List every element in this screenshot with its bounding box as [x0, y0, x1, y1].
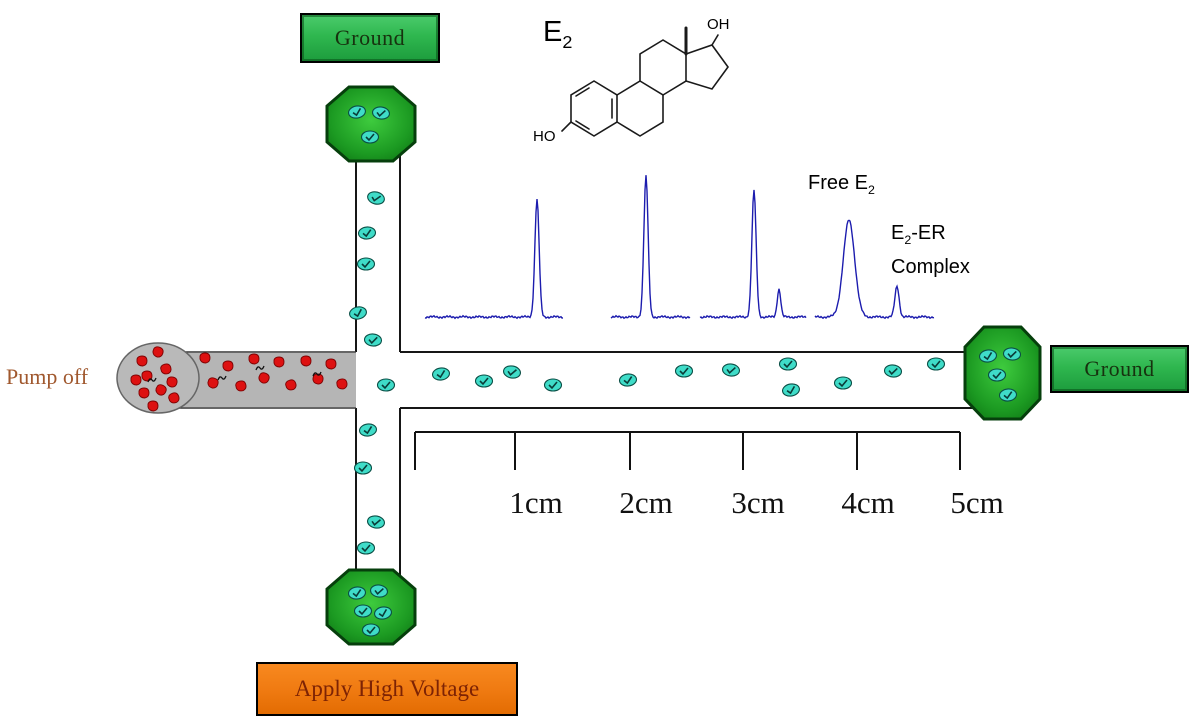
- analyte-particle: [376, 378, 396, 392]
- ruler-label-1cm: 1cm: [509, 485, 563, 520]
- horizontal-channel: [400, 351, 975, 409]
- analyte-particle: [618, 372, 638, 388]
- top-reservoir-octagon: [325, 85, 417, 163]
- analyte-particle: [780, 381, 802, 399]
- estradiol-structure: [561, 26, 729, 137]
- pump-off-label: Pump off: [6, 364, 89, 389]
- complex-rest: -ER: [911, 222, 946, 244]
- sample-particle: [138, 387, 150, 399]
- bottom-reservoir-octagon: [325, 568, 417, 646]
- analyte-particle: [501, 363, 523, 381]
- sample-particle: [248, 353, 260, 365]
- ruler: [414, 431, 961, 470]
- sample-particle: [325, 358, 337, 370]
- e2-er-complex-peak-label: E2-ER Complex: [891, 220, 970, 281]
- sample-particle: [222, 360, 234, 372]
- free-e2-peak-label: Free E2: [808, 172, 875, 197]
- sample-particle: [130, 374, 142, 386]
- analyte-particle: [778, 357, 798, 371]
- analyte-particle: [357, 225, 377, 241]
- e2-sub: 2: [562, 31, 573, 52]
- oh-atom-label: OH: [707, 16, 730, 33]
- complex-label-line1: E2-ER: [891, 220, 970, 254]
- apply-high-voltage-button[interactable]: Apply High Voltage: [256, 662, 518, 716]
- ground-right-label: Ground: [1084, 356, 1155, 381]
- trace-segment-3cm: [699, 189, 807, 320]
- sample-particle: [136, 355, 148, 367]
- apply-high-voltage-label: Apply High Voltage: [294, 676, 480, 701]
- complex-label-line2: Complex: [891, 256, 970, 278]
- analyte-particle: [353, 604, 373, 618]
- ground-top-button[interactable]: Ground: [300, 13, 440, 63]
- e2-base: E: [543, 16, 563, 48]
- analyte-particle: [365, 189, 387, 207]
- ruler-label-3cm: 3cm: [731, 485, 785, 520]
- analyte-particle: [361, 623, 381, 637]
- sample-particle: [199, 352, 211, 364]
- ho-atom-label: HO: [533, 128, 556, 145]
- ruler-label-4cm: 4cm: [841, 485, 895, 520]
- analyte-particle: [720, 362, 742, 378]
- e2-molecule-label: E2: [543, 16, 572, 53]
- analyte-particle: [987, 368, 1007, 382]
- trace-segment-1cm: [424, 199, 564, 320]
- ground-top-label: Ground: [334, 25, 406, 50]
- free-e2-base: Free E: [808, 172, 869, 194]
- analyte-particle: [926, 357, 946, 371]
- analyte-particle: [833, 376, 853, 390]
- analyte-particle: [543, 378, 563, 392]
- analyte-particle: [365, 513, 387, 531]
- complex-base: E: [891, 222, 905, 244]
- analyte-particle: [356, 541, 376, 555]
- free-e2-sub: 2: [868, 183, 875, 197]
- sample-particle: [147, 400, 159, 412]
- analyte-particle: [363, 332, 383, 348]
- analyte-particle: [356, 257, 376, 271]
- analyte-particle: [357, 422, 379, 438]
- analyte-particles: [346, 103, 1022, 637]
- ruler-label-5cm: 5cm: [950, 485, 1004, 520]
- analyte-particle: [347, 304, 369, 322]
- analyte-particle: [674, 364, 694, 378]
- electropherogram-trace: [424, 175, 935, 320]
- trace-segment-2cm: [610, 175, 691, 320]
- vertical-channel: [355, 150, 401, 580]
- trace-segment-4cm: [814, 219, 935, 320]
- complex-sub: 2: [904, 233, 912, 247]
- ground-right-button[interactable]: Ground: [1050, 345, 1189, 393]
- analyte-particle: [883, 363, 903, 379]
- analyte-particle: [360, 130, 380, 144]
- sample-particle: [273, 356, 285, 368]
- ruler-label-2cm: 2cm: [619, 485, 673, 520]
- analyte-particle: [353, 461, 373, 475]
- sample-particle: [300, 355, 312, 367]
- analyte-particle: [430, 366, 452, 382]
- analyte-particle: [474, 374, 494, 388]
